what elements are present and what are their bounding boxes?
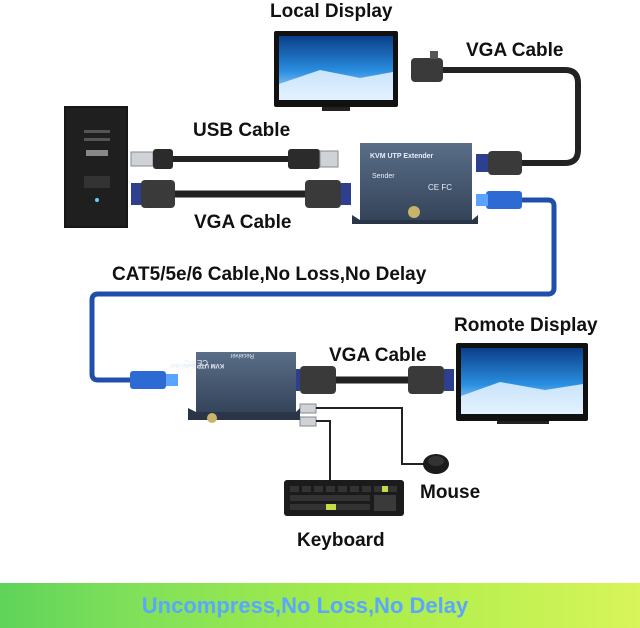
vga-cable-local bbox=[411, 51, 581, 175]
pc-tower bbox=[64, 106, 128, 228]
cat5-cable bbox=[89, 191, 557, 389]
sender-box: KVM UTP Extender Sender CE FC bbox=[352, 143, 478, 224]
vga-cable-pc bbox=[131, 180, 351, 208]
mouse-label: Mouse bbox=[420, 482, 481, 503]
usb-leads bbox=[299, 403, 425, 480]
mouse bbox=[423, 454, 449, 474]
remote-display-label: Romote Display bbox=[454, 315, 598, 336]
sender-title: KVM UTP Extender bbox=[370, 153, 434, 160]
vga-cable-top-label: VGA Cable bbox=[466, 40, 564, 61]
remote-display bbox=[456, 343, 588, 424]
local-display-label: Local Display bbox=[270, 1, 393, 22]
local-display bbox=[274, 31, 398, 111]
vga-cable-left-label: VGA Cable bbox=[194, 212, 292, 233]
receiver-sub: Receiver bbox=[230, 352, 254, 358]
receiver-marks: CE FC bbox=[184, 358, 208, 367]
keyboard bbox=[284, 480, 404, 516]
banner-text: Uncompress,No Loss,No Delay bbox=[141, 593, 469, 618]
vga-cable-bottom-label: VGA Cable bbox=[329, 345, 427, 366]
sender-sub: Sender bbox=[372, 173, 395, 180]
receiver-title: KVM UTP Extender bbox=[169, 362, 224, 368]
sender-marks: CE FC bbox=[428, 183, 452, 192]
receiver-box: KVM UTP Extender Receiver CE FC bbox=[169, 352, 300, 423]
usb-cable bbox=[130, 149, 339, 169]
usb-cable-label: USB Cable bbox=[193, 120, 291, 141]
vga-cable-remote bbox=[290, 366, 454, 394]
keyboard-label: Keyboard bbox=[297, 530, 385, 551]
bottom-banner bbox=[0, 583, 640, 628]
cat5-cable-label: CAT5/5e/6 Cable,No Loss,No Delay bbox=[112, 264, 427, 285]
